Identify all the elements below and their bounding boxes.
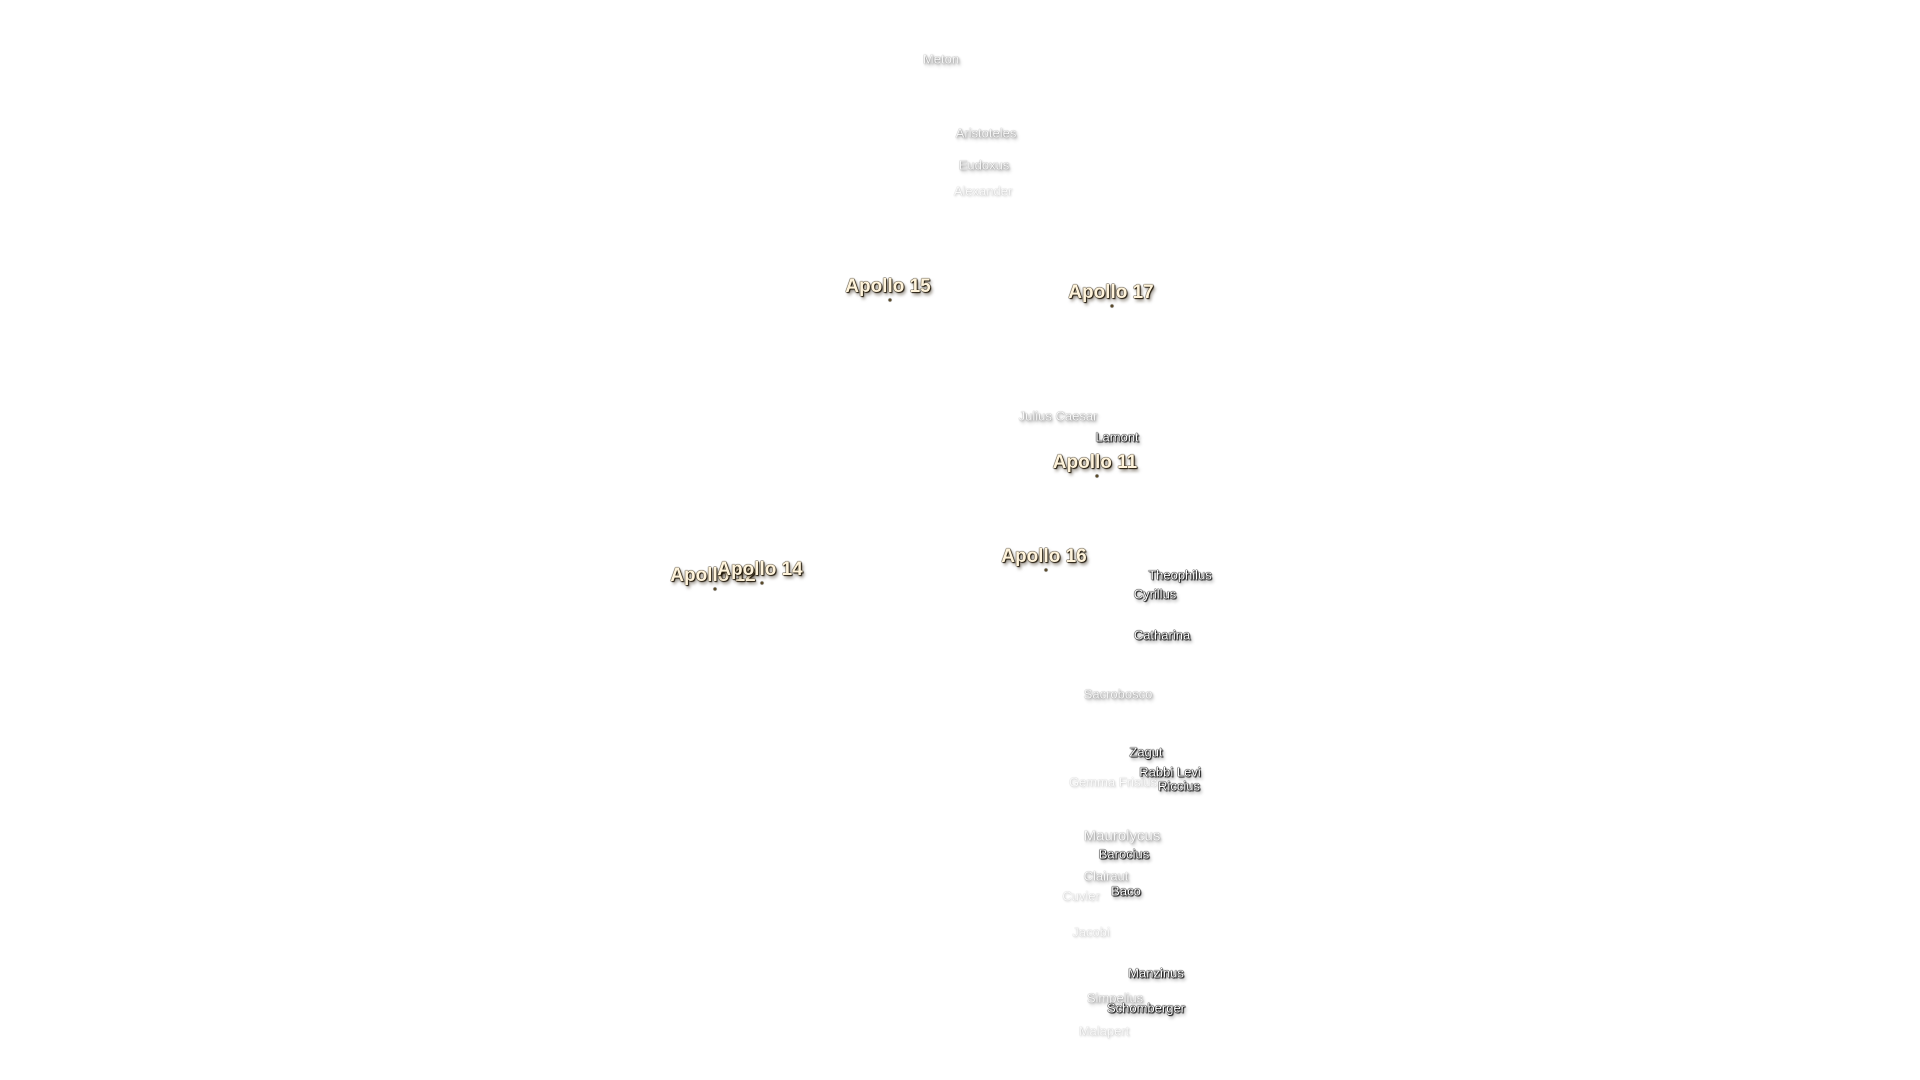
crater-label-julius-caesar[interactable]: Julius Caesar [1018,408,1098,424]
crater-label-alexander[interactable]: Alexander [953,183,1013,199]
crater-label-malapert[interactable]: Malapert [1078,1023,1130,1039]
crater-label-theophilus[interactable]: Theophilus [1148,567,1212,583]
landing-site-marker-apollo-14[interactable] [760,581,764,585]
crater-label-gemma-frisius[interactable]: Gemma Frisius [1068,774,1158,790]
crater-label-baco[interactable]: Baco [1111,883,1141,899]
crater-label-eudoxus[interactable]: Eudoxus [958,157,1010,173]
landing-site-label-apollo-14[interactable]: Apollo 14 [717,559,803,580]
landing-site-marker-apollo-11[interactable] [1095,474,1099,478]
crater-label-clairaut[interactable]: Clairaut [1083,868,1129,884]
crater-label-zagut[interactable]: Zagut [1129,744,1163,760]
landing-site-label-apollo-16[interactable]: Apollo 16 [1001,546,1087,567]
landing-site-label-apollo-15[interactable]: Apollo 15 [845,276,931,297]
crater-label-schomberger[interactable]: Schomberger [1106,1000,1186,1016]
crater-label-lamont[interactable]: Lamont [1095,429,1139,445]
crater-label-sacrobosco[interactable]: Sacrobosco [1083,686,1153,702]
landing-site-marker-apollo-16[interactable] [1044,568,1048,572]
landing-site-marker-apollo-17[interactable] [1110,304,1114,308]
crater-label-cyrillus[interactable]: Cyrillus [1133,586,1177,602]
landing-site-label-apollo-11[interactable]: Apollo 11 [1052,452,1138,473]
landing-site-marker-apollo-12[interactable] [713,587,717,591]
crater-label-cuvier[interactable]: Cuvier [1062,888,1100,904]
crater-label-jacobi[interactable]: Jacobi [1072,924,1110,940]
crater-label-aristoteles[interactable]: Aristoteles [955,125,1017,141]
crater-label-barocius[interactable]: Barocius [1098,846,1150,862]
crater-label-riccius[interactable]: Riccius [1158,778,1200,794]
crater-label-simpelius[interactable]: Simpelius [1086,990,1144,1006]
landing-site-label-apollo-17[interactable]: Apollo 17 [1068,282,1154,303]
landing-site-label-apollo-12[interactable]: Apollo 12 [670,565,756,586]
crater-label-maurolycus[interactable]: Maurolycus [1083,827,1161,845]
crater-label-rabbi-levi[interactable]: Rabbi Levi [1139,764,1201,780]
crater-label-meton[interactable]: Meton [922,51,960,67]
crater-label-manzinus[interactable]: Manzinus [1128,965,1184,981]
crater-label-catharina[interactable]: Catharina [1133,627,1191,643]
landing-site-marker-apollo-15[interactable] [888,298,892,302]
